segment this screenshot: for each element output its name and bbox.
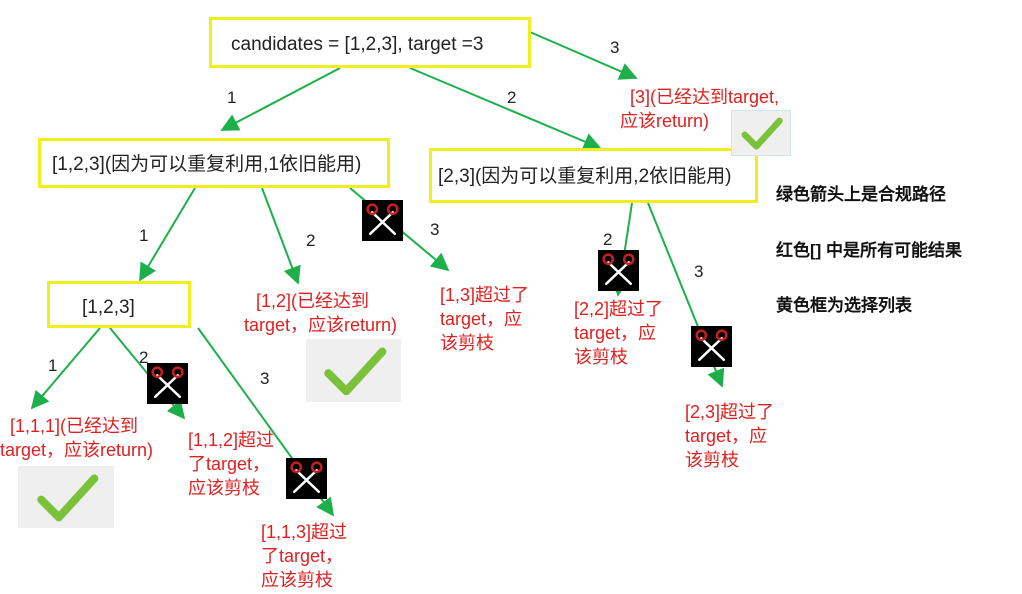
result-line: 应该剪枝: [188, 478, 260, 498]
result-2-2: [2,2]超过了 target，应 该剪枝: [574, 297, 663, 369]
result-line: 应该return): [620, 111, 710, 131]
edge-label-root-3: 3: [610, 38, 620, 57]
edge-root-1: [220, 67, 341, 131]
result-line: 该剪枝: [440, 333, 494, 353]
node-2: [2,3](因为可以重复利用,2依旧能用): [429, 148, 758, 203]
result-line: [1,1,3]超过: [261, 522, 348, 542]
edge-n1-2: [261, 187, 301, 285]
result-line: [1,1,2]超过: [188, 430, 275, 450]
result-line: target，应该return): [244, 315, 398, 335]
scissors-icon: [362, 200, 403, 241]
scissors-icon: [147, 363, 188, 404]
edge-label-n1-3: 3: [430, 220, 440, 239]
scissors-icon: [691, 326, 732, 367]
result-line: [1,1,1](已经达到: [10, 416, 139, 436]
edge-label-root-2: 2: [507, 88, 517, 107]
result-line: 该剪枝: [574, 347, 628, 367]
result-1-1-1: [1,1,1](已经达到 target，应该return): [0, 414, 153, 462]
result-line: [1,3]超过了: [440, 285, 530, 305]
edge-root-3: [529, 31, 638, 80]
root-node: candidates = [1,2,3], target =3: [209, 17, 531, 68]
scissors-icon: [286, 458, 327, 499]
result-line: [2,3]超过了: [685, 402, 775, 422]
result-2-3: [2,3]超过了 target，应 该剪枝: [685, 400, 774, 472]
edge-label-n11-2: 2: [139, 348, 149, 367]
result-line: [3](已经达到target,: [630, 87, 780, 107]
edge-label-n2-2: 2: [603, 230, 613, 249]
result-line: 了target，: [188, 454, 271, 474]
node-1: [1,2,3](因为可以重复利用,1依旧能用): [38, 138, 390, 188]
legend-yellow-box: 黄色框为选择列表: [776, 296, 912, 315]
check-icon: [18, 466, 114, 528]
result-line: [2,2]超过了: [574, 299, 664, 319]
edge-label-n11-3: 3: [260, 369, 270, 388]
edge-label-n1-2: 2: [306, 231, 316, 250]
legend-red-brackets: 红色[] 中是所有可能结果: [776, 241, 963, 260]
edge-n1-1: [139, 187, 196, 282]
legend-green-arrow: 绿色箭头上是合规路径: [776, 185, 946, 204]
result-line: target，应该return): [0, 440, 154, 460]
result-1-3: [1,3]超过了 target，应 该剪枝: [440, 283, 529, 355]
edge-label-n2-3: 3: [694, 262, 704, 281]
edge-label-root-1: 1: [227, 88, 237, 107]
node-1-1: [1,2,3]: [47, 281, 191, 328]
result-line: target，应: [440, 309, 523, 329]
result-line: 了target，: [261, 546, 344, 566]
result-line: target，应: [685, 426, 768, 446]
scissors-icon: [598, 250, 639, 291]
result-line: 应该剪枝: [261, 570, 333, 590]
edge-label-n1-1: 1: [139, 226, 149, 245]
check-icon: [306, 339, 401, 402]
edge-label-n11-1: 1: [48, 356, 58, 375]
result-line: [1,2](已经达到: [256, 291, 370, 311]
result-1-2: [1,2](已经达到 target，应该return): [244, 289, 397, 337]
edge-root-2: [409, 67, 602, 151]
result-1-1-3: [1,1,3]超过 了target， 应该剪枝: [261, 520, 347, 592]
result-line: 该剪枝: [685, 450, 739, 470]
result-line: target，应: [574, 323, 657, 343]
result-3: [3](已经达到target, 应该return): [620, 85, 779, 133]
result-1-1-2: [1,1,2]超过 了target， 应该剪枝: [188, 428, 274, 500]
edge-n11-1: [30, 327, 101, 410]
check-icon: [731, 110, 791, 156]
